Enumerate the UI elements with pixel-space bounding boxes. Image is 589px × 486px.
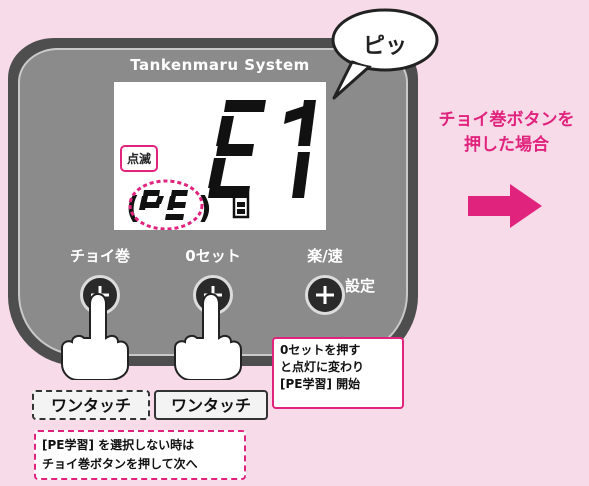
battery-icon (232, 186, 250, 219)
one-touch-tag-right: ワンタッチ (154, 390, 268, 420)
side-caption: チョイ巻ボタンを 押した場合 (424, 108, 589, 158)
choi-maki-label: チョイ巻 (69, 247, 130, 265)
digit-1 (284, 100, 316, 198)
svg-text:): ) (198, 191, 212, 226)
hand-icon (174, 292, 242, 380)
setting-label: 設定 (344, 277, 375, 295)
info-line: [PE学習] 開始 (280, 377, 361, 391)
bubble-text: ピッ (362, 34, 407, 59)
blink-label: 点滅 (120, 145, 159, 172)
speech-bubble (331, 8, 439, 100)
digit-pe: ( ) (126, 190, 212, 226)
skip-note-box: [PE学習] を選択しない時は チョイ巻ボタンを押して次へ (34, 430, 246, 480)
lcd-segments: ( ) (126, 100, 316, 230)
zero-set-info-box: 0セットを押す と点灯に変わり [PE学習] 開始 (272, 337, 404, 409)
info-line: 0セットを押す (280, 343, 361, 357)
raku-soku-button[interactable] (305, 275, 345, 315)
note-line: [PE学習] を選択しない時は (42, 438, 195, 452)
note-line: チョイ巻ボタンを押して次へ (42, 457, 198, 471)
info-line: と点灯に変わり (280, 360, 365, 374)
brand-label: Tankenmaru System (130, 56, 310, 74)
hand-icon (61, 292, 129, 380)
side-caption-line: 押した場合 (464, 135, 549, 155)
right-arrow-icon (468, 184, 542, 228)
side-caption-line: チョイ巻ボタンを (438, 110, 575, 130)
one-touch-tag-left: ワンタッチ (32, 390, 150, 420)
zero-set-label: 0セット (185, 247, 241, 265)
blink-highlight (128, 179, 204, 230)
raku-soku-label: 楽/速 (307, 247, 343, 265)
digit-e (208, 100, 266, 198)
